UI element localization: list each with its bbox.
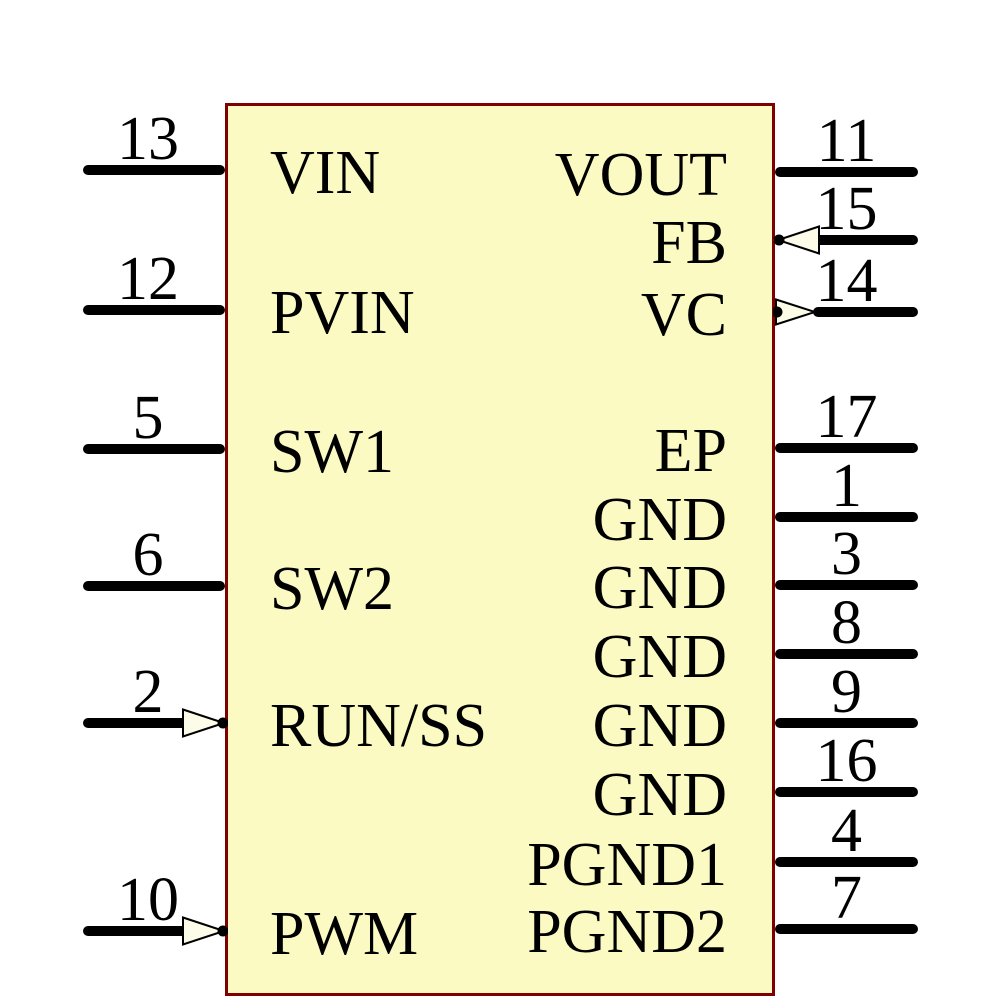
pin-line [83, 718, 187, 728]
input-arrow-icon [774, 225, 820, 255]
pin-number: 7 [831, 864, 862, 932]
pin-name-label: GND [592, 554, 727, 622]
pin-number: 4 [831, 797, 862, 865]
pin-number: 3 [831, 520, 862, 588]
pin-line [775, 580, 918, 590]
pin-name-label: VIN [270, 139, 381, 207]
pin-name-label: PVIN [270, 279, 415, 347]
pin-number: 6 [132, 521, 164, 589]
pin-line [815, 235, 918, 245]
pin-name-label: PGND2 [527, 898, 727, 966]
input-arrow-icon [182, 708, 228, 738]
pin-line [83, 305, 225, 315]
pin-line [775, 167, 918, 177]
pin-line [775, 649, 918, 659]
pin-name-label: VOUT [554, 141, 727, 209]
pin-line [83, 165, 225, 175]
pin-line [775, 443, 918, 453]
pin-number: 16 [815, 727, 878, 795]
pin-number: 14 [815, 247, 878, 315]
pin-line [775, 718, 918, 728]
pin-name-label: PWM [270, 900, 419, 968]
pin-line [775, 924, 918, 934]
pin-number: 17 [815, 383, 878, 451]
pin-number: 5 [132, 384, 164, 452]
pin-number: 8 [831, 589, 862, 657]
pin-name-label: VC [640, 281, 727, 349]
pin-name-label: EP [654, 417, 727, 485]
pin-name-label: SW1 [270, 418, 394, 486]
pin-name-label: FB [651, 209, 727, 277]
pin-number: 9 [831, 658, 862, 726]
pin-name-label: SW2 [270, 555, 394, 623]
pin-line [83, 444, 225, 454]
pin-number: 13 [117, 105, 179, 173]
pin-line [775, 857, 918, 867]
pin-name-label: GND [592, 692, 727, 760]
pin-line [775, 512, 918, 522]
input-arrow-icon [182, 916, 228, 946]
ic-symbol-body[interactable] [225, 103, 775, 996]
pin-number: 12 [117, 245, 179, 313]
pin-number: 15 [815, 175, 878, 243]
pin-name-label: PGND1 [527, 831, 727, 899]
pin-number: 1 [831, 452, 862, 520]
pin-line [775, 787, 918, 797]
output-arrow-icon [773, 298, 817, 326]
pin-number: 10 [117, 866, 179, 934]
pin-line [813, 307, 918, 317]
pin-name-label: GND [592, 761, 727, 829]
pin-number: 11 [816, 107, 877, 175]
pin-number: 2 [132, 658, 164, 726]
pin-name-label: RUN/SS [270, 692, 488, 760]
pin-line [83, 926, 187, 936]
pin-line [83, 581, 225, 591]
pin-name-label: GND [592, 623, 727, 691]
pin-name-label: GND [592, 486, 727, 554]
